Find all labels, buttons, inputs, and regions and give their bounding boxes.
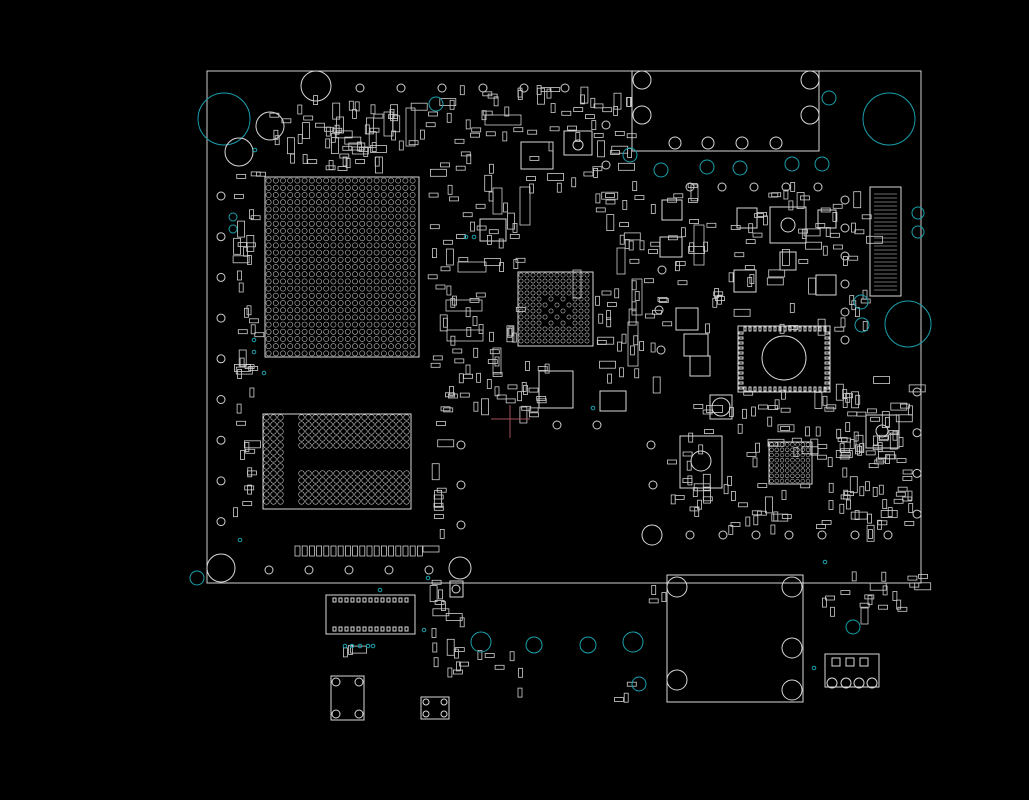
connector-top-right xyxy=(631,70,820,152)
qfn-large xyxy=(737,325,831,393)
bga-large xyxy=(264,176,420,358)
crystal-left xyxy=(325,580,464,721)
board-outline xyxy=(206,70,922,584)
mounting-holes xyxy=(189,92,932,586)
vias xyxy=(228,90,925,692)
mount-hole-right xyxy=(884,300,932,348)
bga-small-right xyxy=(768,441,813,485)
board-holes xyxy=(206,70,663,583)
connector-bottom xyxy=(666,574,804,703)
passive-components xyxy=(232,85,932,703)
mount-hole-top-left xyxy=(197,92,251,146)
bga-memory xyxy=(262,413,412,510)
header-bottom-right xyxy=(824,653,880,689)
test-points xyxy=(216,83,922,575)
mount-hole-top-right xyxy=(862,92,916,146)
fpc-connector xyxy=(869,186,902,297)
bga-center xyxy=(517,271,594,347)
resistor-strip xyxy=(294,545,440,557)
qfn-small-parts xyxy=(479,130,900,489)
cursor-crosshair xyxy=(491,405,530,438)
